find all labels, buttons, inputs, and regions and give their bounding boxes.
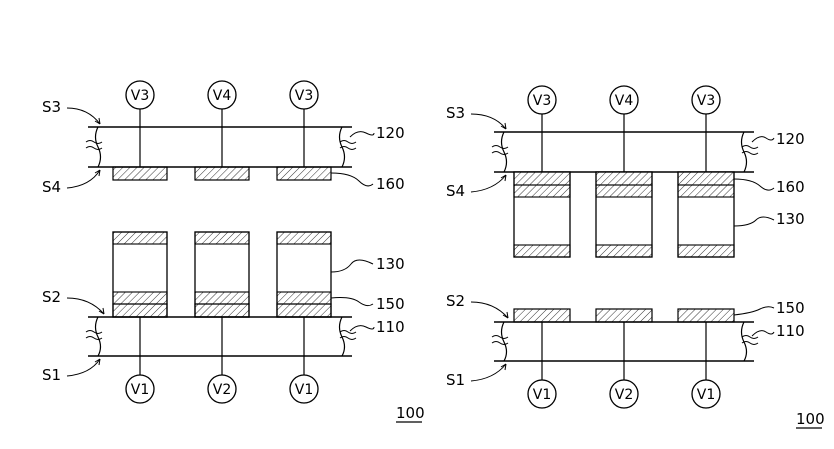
label-s4: S4 [446, 182, 465, 200]
voltage-label: V1 [131, 382, 149, 398]
voltage-label: V3 [533, 93, 551, 109]
bottom-pads [113, 304, 331, 317]
bottom-voltage-nodes: V1 V2 V1 [528, 380, 720, 408]
top-voltage-nodes: V3 V4 V3 [528, 86, 720, 114]
top-substrate [492, 132, 758, 172]
figure-right: V3 V4 V3 [446, 86, 825, 428]
ref-150: 150 [376, 295, 405, 313]
reference-numerals: 120 160 130 150 110 [331, 124, 405, 336]
bottom-electrode-lines [542, 322, 706, 380]
top-electrode-lines [140, 108, 304, 167]
voltage-label: V4 [615, 93, 634, 109]
bottom-electrode-lines [140, 317, 304, 375]
voltage-label: V4 [213, 88, 232, 104]
bottom-substrate [86, 317, 356, 356]
voltage-label: V3 [131, 88, 149, 104]
top-voltage-nodes: V3 V4 V3 [126, 81, 318, 109]
ref-110: 110 [376, 318, 405, 336]
spacer-blocks [514, 172, 734, 257]
device-number: 100 [396, 404, 425, 422]
top-pads [113, 167, 331, 180]
bottom-voltage-nodes: V1 V2 V1 [126, 375, 318, 403]
label-s2: S2 [42, 288, 61, 306]
voltage-label: V2 [615, 387, 633, 403]
ref-120: 120 [776, 130, 805, 148]
surface-labels: S3 S4 S2 S1 [42, 98, 104, 384]
bottom-pads [514, 309, 734, 322]
ref-130: 130 [776, 210, 805, 228]
label-s3: S3 [446, 104, 465, 122]
label-s4: S4 [42, 178, 61, 196]
ref-150: 150 [776, 299, 805, 317]
top-electrode-lines [542, 114, 706, 172]
ref-160: 160 [376, 175, 405, 193]
voltage-label: V1 [295, 382, 313, 398]
label-s2: S2 [446, 292, 465, 310]
voltage-label: V3 [295, 88, 313, 104]
label-s3: S3 [42, 98, 61, 116]
reference-numerals: 120 160 130 150 110 [734, 130, 805, 340]
voltage-label: V2 [213, 382, 231, 398]
bottom-substrate [492, 322, 758, 361]
label-s1: S1 [42, 366, 61, 384]
voltage-label: V1 [697, 387, 715, 403]
ref-160: 160 [776, 178, 805, 196]
top-substrate [86, 127, 356, 167]
ref-130: 130 [376, 255, 405, 273]
voltage-label: V3 [697, 93, 715, 109]
label-s1: S1 [446, 371, 465, 389]
ref-120: 120 [376, 124, 405, 142]
ref-110: 110 [776, 322, 805, 340]
voltage-label: V1 [533, 387, 551, 403]
figure-left: V3 V4 V3 [42, 81, 425, 422]
device-number: 100 [796, 410, 825, 428]
